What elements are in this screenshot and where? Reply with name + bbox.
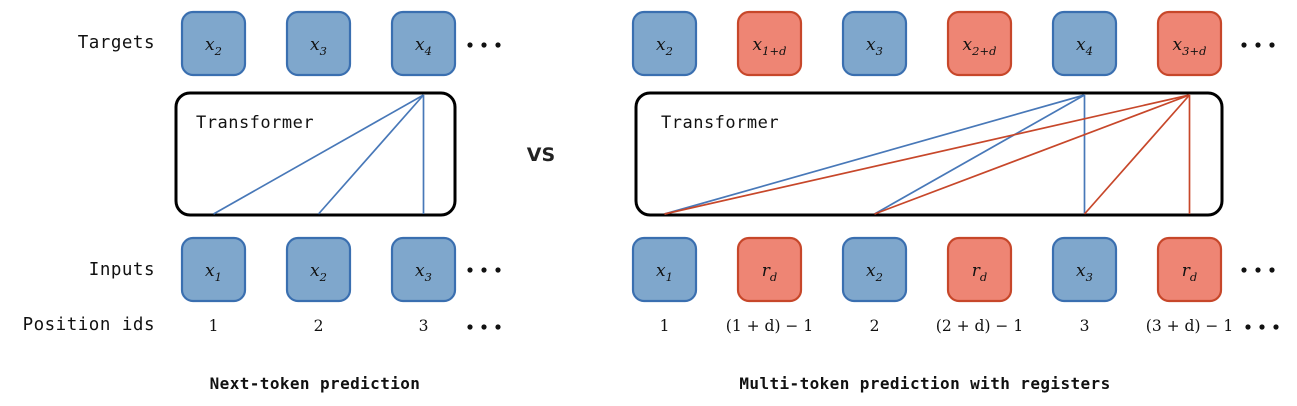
token-box-label: x2 (205, 35, 222, 58)
token-box-label: x1+d (753, 35, 787, 58)
token-box-label: x3 (866, 35, 883, 58)
token-box-label: x1 (205, 261, 222, 284)
token-box[interactable]: x3 (1051, 236, 1118, 303)
token-box[interactable]: x3 (390, 236, 457, 303)
position-id: 2 (870, 317, 880, 335)
token-box-label: x4 (1076, 35, 1093, 58)
attention-lines-right (664, 94, 1191, 215)
token-box-label: x3 (415, 261, 432, 284)
ellipsis-positions-right (1245, 324, 1279, 330)
transformer-label: Transformer (661, 113, 779, 133)
token-box[interactable]: x1 (631, 236, 698, 303)
token-box[interactable]: x4 (390, 10, 457, 77)
left-position-ids-row: 1 2 3 (209, 317, 501, 335)
token-box-label: x2 (866, 261, 883, 284)
token-box-label: x4 (415, 35, 432, 58)
token-box-label: x3+d (1173, 35, 1207, 58)
position-id: (2 + d) − 1 (936, 317, 1023, 335)
vs-separator: VS (527, 144, 555, 166)
token-box[interactable]: x3+d (1156, 10, 1223, 77)
token-box[interactable]: x1 (180, 236, 247, 303)
position-id: 1 (209, 317, 219, 335)
position-id: 3 (419, 317, 429, 335)
right-panel-caption: Multi-token prediction with registers (739, 374, 1110, 393)
token-box[interactable]: x2 (841, 236, 908, 303)
token-box[interactable]: x3 (841, 10, 908, 77)
left-targets-row: x2 x3 x4 (180, 10, 501, 77)
token-box-label: x3 (310, 35, 327, 58)
token-box-label: rd (972, 261, 988, 284)
attention-lines-left (213, 94, 425, 215)
token-box[interactable]: rd (736, 236, 803, 303)
right-position-ids-row: 1 (1 + d) − 1 2 (2 + d) − 1 3 (3 + d) − … (660, 317, 1279, 335)
token-box-label: x1 (656, 261, 673, 284)
position-id: 1 (660, 317, 670, 335)
ellipsis-targets-right (1241, 42, 1275, 48)
token-box[interactable]: x1+d (736, 10, 803, 77)
ellipsis-inputs-right (1241, 267, 1275, 273)
token-box-label: x3 (1076, 261, 1093, 284)
transformer-box-left: Transformer (174, 91, 457, 217)
left-inputs-row: x1 x2 x3 (180, 236, 501, 303)
position-id: 2 (314, 317, 324, 335)
token-box-label: x2 (656, 35, 673, 58)
token-box[interactable]: x2 (285, 236, 352, 303)
token-box[interactable]: x4 (1051, 10, 1118, 77)
position-id: 3 (1080, 317, 1090, 335)
token-box-label: rd (762, 261, 778, 284)
ellipsis-inputs-left (467, 267, 501, 273)
ellipsis-positions-left (467, 324, 501, 330)
position-id: (1 + d) − 1 (726, 317, 813, 335)
token-box[interactable]: x2 (631, 10, 698, 77)
token-box[interactable]: rd (1156, 236, 1223, 303)
transformer-label: Transformer (196, 113, 314, 133)
row-label-targets: Targets (78, 33, 155, 53)
right-panel: x2 x1+d x3 (631, 10, 1279, 393)
token-box[interactable]: x2+d (946, 10, 1013, 77)
token-box-label: rd (1182, 261, 1198, 284)
position-id: (3 + d) − 1 (1146, 317, 1233, 335)
token-box[interactable]: x3 (285, 10, 352, 77)
right-inputs-row: x1 rd x2 rd (631, 236, 1275, 303)
token-box[interactable]: x2 (180, 10, 247, 77)
token-box-label: x2 (310, 261, 327, 284)
right-targets-row: x2 x1+d x3 (631, 10, 1275, 77)
left-panel-caption: Next-token prediction (210, 374, 421, 393)
ellipsis-targets-left (467, 42, 501, 48)
row-label-inputs: Inputs (89, 260, 155, 280)
row-label-position-ids: Position ids (23, 315, 155, 335)
left-panel: x2 x3 x4 (174, 10, 501, 393)
token-box[interactable]: rd (946, 236, 1013, 303)
token-box-label: x2+d (963, 35, 997, 58)
